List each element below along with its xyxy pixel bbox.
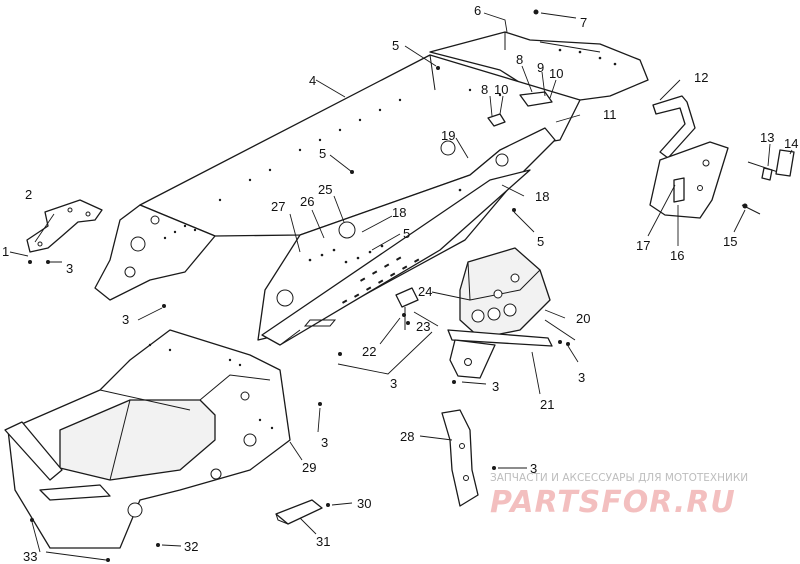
callout-31: 31 [316, 534, 330, 549]
callout-2: 2 [25, 187, 32, 202]
callout-3: 3 [122, 312, 129, 327]
callout-14: 14 [784, 136, 798, 151]
callout-7: 7 [580, 15, 587, 30]
callout-11: 11 [603, 107, 617, 122]
callout-5: 5 [319, 146, 326, 161]
front-bellypan [4, 329, 291, 549]
callout-13: 13 [760, 130, 774, 145]
callout-3: 3 [530, 461, 537, 476]
heat-exchanger-assembly [459, 247, 576, 341]
watermark-logo: PARTSFOR.RU [490, 485, 736, 520]
callout-30: 30 [357, 496, 371, 511]
bumper-bracket [26, 199, 103, 253]
callout-21: 21 [540, 397, 554, 412]
callout-3: 3 [66, 261, 73, 276]
fasteners [28, 9, 570, 562]
callout-10: 10 [494, 82, 508, 97]
callout-16: 16 [670, 248, 684, 263]
support-bracket [441, 409, 479, 507]
hardware-rear [741, 149, 795, 215]
callout-5: 5 [403, 226, 410, 241]
brace-strap [652, 95, 696, 159]
callout-3: 3 [578, 370, 585, 385]
callout-25: 25 [318, 182, 332, 197]
clip-fastener [395, 287, 419, 330]
callout-18: 18 [392, 205, 406, 220]
small-angle-bracket [275, 499, 323, 525]
rear-rail [447, 329, 562, 379]
leader-lines [9, 12, 793, 561]
tunnel-side-panel-left [94, 204, 216, 301]
callout-22: 22 [362, 344, 376, 359]
callout-23: 23 [416, 319, 430, 334]
callout-12: 12 [694, 70, 708, 85]
callout-19: 19 [441, 128, 455, 143]
callout-28: 28 [400, 429, 414, 444]
callout-labels: 1 2 3 3 3 3 3 3 3 4 5 5 5 5 6 7 8 8 9 10… [2, 3, 798, 564]
callout-15: 15 [723, 234, 737, 249]
callout-32: 32 [184, 539, 198, 554]
callout-26: 26 [300, 194, 314, 209]
callout-20: 20 [576, 311, 590, 326]
callout-33: 33 [23, 549, 37, 564]
callout-8: 8 [481, 82, 488, 97]
callout-5: 5 [392, 38, 399, 53]
callout-27: 27 [271, 199, 285, 214]
callout-4: 4 [309, 73, 316, 88]
callout-29: 29 [302, 460, 316, 475]
callout-1: 1 [2, 244, 9, 259]
callout-17: 17 [636, 238, 650, 253]
callout-10: 10 [549, 66, 563, 81]
callout-18: 18 [535, 189, 549, 204]
watermark: ЗАПЧАСТИ И АКСЕССУАРЫ ДЛЯ МОТОТЕХНИКИ PA… [490, 472, 748, 520]
callout-24: 24 [418, 284, 432, 299]
callout-6: 6 [474, 3, 481, 18]
callout-3: 3 [321, 435, 328, 450]
callout-9: 9 [537, 60, 544, 75]
callout-3: 3 [390, 376, 397, 391]
callout-5: 5 [537, 234, 544, 249]
watermark-caption: ЗАПЧАСТИ И АКСЕССУАРЫ ДЛЯ МОТОТЕХНИКИ [490, 472, 748, 484]
footrest-running-board [261, 169, 531, 346]
rear-side-bracket [649, 141, 729, 219]
callout-8: 8 [516, 52, 523, 67]
callout-3: 3 [492, 379, 499, 394]
